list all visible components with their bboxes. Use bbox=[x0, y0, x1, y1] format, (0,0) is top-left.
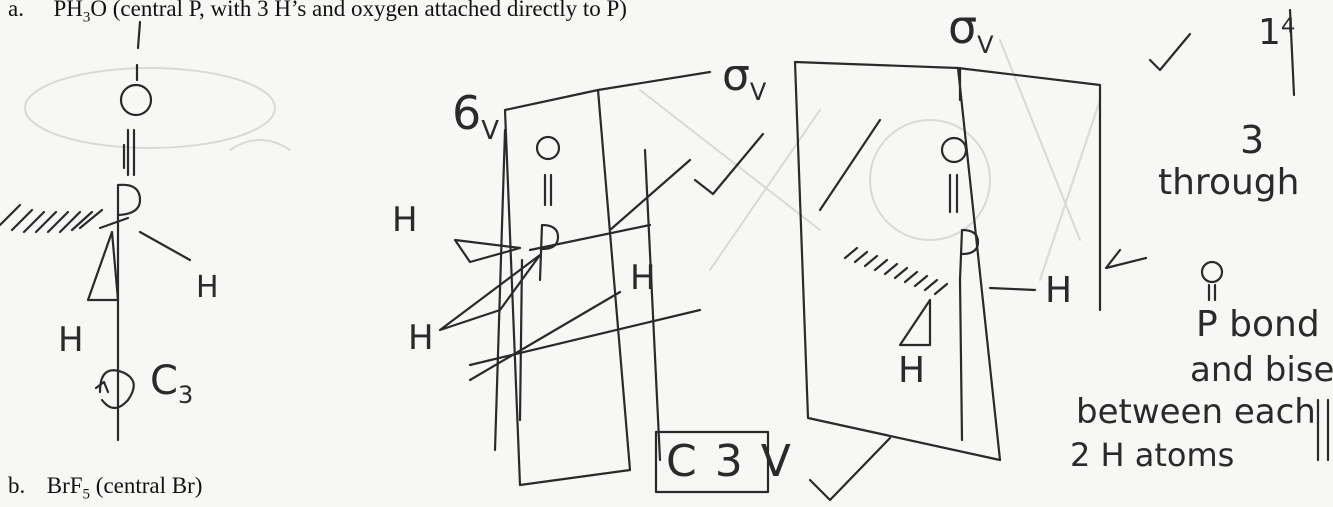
question-b-formula: BrF bbox=[46, 473, 83, 498]
note-p-bond: P bond bbox=[1196, 304, 1320, 345]
h-atom-left-lower: H bbox=[58, 320, 84, 360]
c3-axis-label: C3 bbox=[150, 358, 193, 409]
corner-mark: 1⁴ bbox=[1258, 12, 1296, 53]
note-two-h-atoms: 2 H atoms bbox=[1070, 436, 1235, 474]
sigma-v-middle-symbol: σ bbox=[722, 50, 750, 101]
note-count: 3 bbox=[1240, 118, 1265, 162]
question-a-formula-sub: 3 bbox=[82, 9, 91, 26]
question-a-formula: PH bbox=[53, 0, 83, 21]
c3-axis-letter: C bbox=[150, 358, 178, 404]
question-b-label: b. bbox=[8, 473, 26, 498]
question-b-formula-sub: 5 bbox=[82, 486, 91, 503]
question-b: b. BrF5 (central Br) bbox=[8, 473, 202, 504]
h-atom-middle-bottom: H bbox=[408, 318, 434, 358]
sigma-v-middle: σV bbox=[722, 50, 766, 106]
molecule-right-sketch bbox=[793, 60, 1102, 462]
c3-axis-sub: 3 bbox=[177, 381, 194, 409]
h-atom-right-side: H bbox=[1045, 270, 1073, 311]
sigma-v-left: 6V bbox=[452, 86, 499, 146]
question-a-label: a. bbox=[8, 0, 24, 21]
question-a-formula-tail: O bbox=[90, 0, 107, 21]
note-sketch bbox=[1200, 8, 1330, 462]
question-b-description: (central Br) bbox=[95, 473, 203, 498]
note-through: through bbox=[1158, 162, 1300, 203]
sigma-v-left-symbol: 6 bbox=[452, 86, 482, 140]
sigma-v-middle-sub: V bbox=[749, 77, 767, 106]
molecule-left-sketch bbox=[0, 20, 192, 442]
h-atom-middle-top: H bbox=[392, 200, 418, 240]
sigma-v-right: σV bbox=[948, 0, 994, 59]
sigma-v-right-sub: V bbox=[977, 31, 994, 60]
question-a: a. PH3O (central P, with 3 H’s and oxyge… bbox=[8, 0, 627, 27]
molecule-middle-sketch bbox=[438, 70, 882, 487]
h-atom-middle-right: H bbox=[630, 258, 656, 298]
sigma-v-left-sub: V bbox=[481, 116, 500, 147]
h-atom-left-right: H bbox=[196, 270, 219, 305]
note-and-bisect: and bise bbox=[1190, 350, 1333, 390]
answer-box bbox=[654, 32, 1192, 502]
h-atom-right-bottom: H bbox=[898, 350, 926, 391]
question-a-description: (central P, with 3 H’s and oxygen attach… bbox=[112, 0, 627, 21]
point-group-answer: C 3 V bbox=[666, 436, 793, 487]
sigma-v-right-symbol: σ bbox=[948, 0, 978, 54]
note-between-each: between each bbox=[1076, 392, 1316, 432]
